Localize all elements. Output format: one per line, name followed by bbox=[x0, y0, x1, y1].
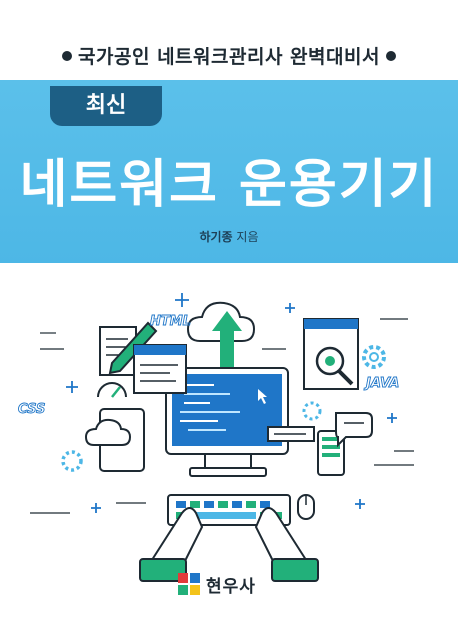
connector-lines bbox=[30, 318, 414, 514]
series-text: 국가공인 네트워크관리사 완벽대비서 bbox=[78, 46, 380, 68]
edition-badge: 최신 bbox=[50, 86, 162, 126]
message-card-icon bbox=[267, 426, 315, 442]
publisher: 현우사 bbox=[178, 571, 256, 597]
bullet-right-icon bbox=[385, 50, 396, 61]
gauge-icon bbox=[97, 382, 127, 398]
gear-icon bbox=[61, 345, 386, 472]
browser-window-icon bbox=[133, 344, 187, 394]
sparkle-icon bbox=[66, 293, 397, 513]
series-line: 국가공인 네트워크관리사 완벽대비서 bbox=[0, 42, 458, 69]
phone-chat-icon bbox=[317, 412, 373, 476]
author-line: 하기종 지음 bbox=[0, 228, 458, 245]
book-title: 네트워크 운용기기 bbox=[19, 155, 439, 215]
html-tag-label: HTML bbox=[150, 314, 191, 329]
author-role: 지음 bbox=[236, 230, 259, 244]
publisher-logo-icon bbox=[178, 573, 200, 595]
java-tag-label: JAVA bbox=[363, 376, 399, 391]
cover-top-area bbox=[0, 0, 458, 80]
hands-icon bbox=[139, 507, 319, 582]
publisher-name: 현우사 bbox=[206, 576, 256, 597]
bug-search-window-icon bbox=[303, 318, 359, 390]
bullet-left-icon bbox=[62, 50, 73, 61]
css-tag-label: CSS bbox=[18, 402, 45, 417]
cloud-upload-icon bbox=[186, 301, 256, 367]
mouse-icon bbox=[297, 494, 315, 520]
network-illustration: HTML JAVA CSS bbox=[18, 293, 414, 582]
monitor-icon bbox=[165, 367, 289, 477]
author-name: 하기종 bbox=[199, 230, 233, 244]
tablet-cloud-icon bbox=[84, 408, 145, 472]
